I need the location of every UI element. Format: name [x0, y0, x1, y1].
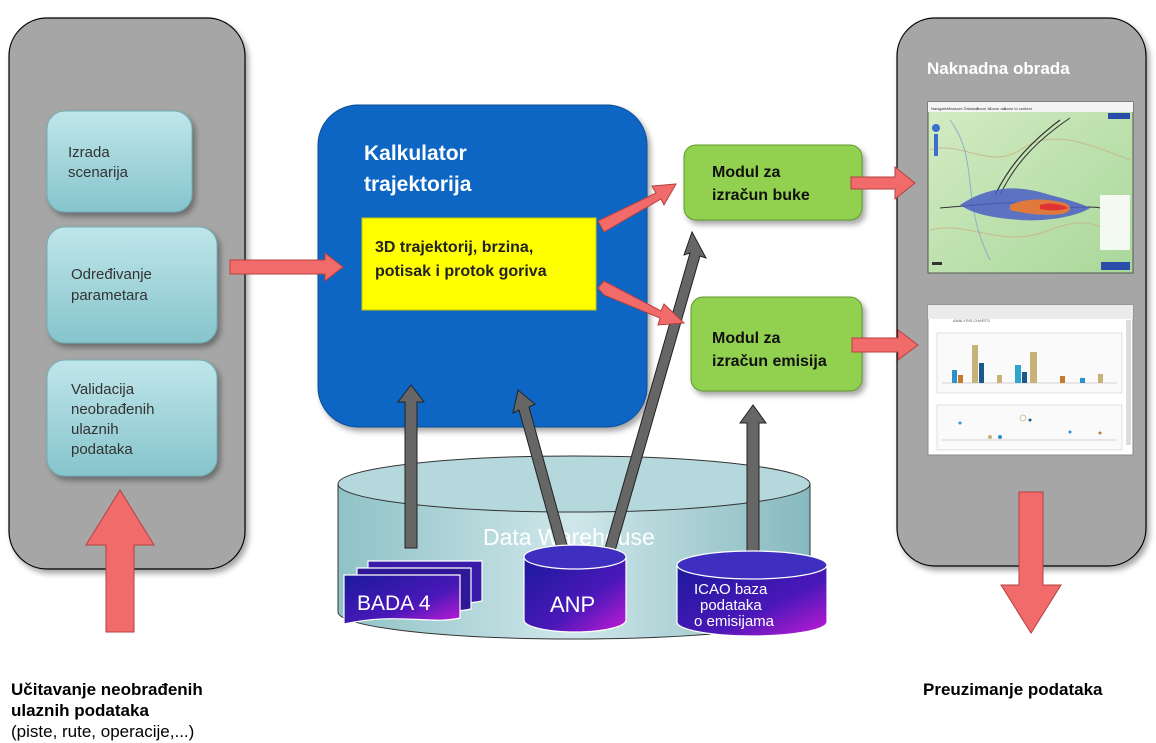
left-panel: Izrada scenarija Određivanje parametara … — [8, 17, 246, 570]
box-label-line: neobrađenih — [71, 401, 154, 418]
box-label-line: ulaznih — [71, 421, 119, 438]
trajectory-output-line: 3D trajektorij, brzina, — [375, 239, 533, 256]
input-caption-bold: Učitavanje neobrađenih — [11, 680, 203, 699]
emission-charts-thumbnail: ANALYSIS CHARTS — [927, 304, 1134, 456]
trajectory-calculator: Kalkulator trajektorija 3D trajektorij, … — [317, 104, 648, 428]
left-to-calculator-arrow — [229, 251, 344, 283]
noise-module-label: izračun buke — [712, 187, 810, 204]
process-flow-arrows — [229, 165, 919, 361]
chart-header: ANALYSIS CHARTS — [953, 318, 990, 323]
trajectory-output-line: potisak i protok goriva — [375, 263, 547, 280]
bada4-documents: BADA 4 — [343, 560, 483, 625]
noise-module: Modul za izračun buke — [683, 144, 863, 221]
icao-emission-database: ICAO baza podataka o emisijama — [676, 550, 828, 637]
emission-module-label: izračun emisija — [712, 353, 827, 370]
box-izrada-scenarija: Izrada scenarija — [46, 110, 193, 213]
box-label-line: Izrada — [68, 144, 110, 161]
emission-to-charts-arrow — [851, 329, 919, 361]
calculator-title: Kalkulator — [364, 142, 467, 165]
input-caption-bold: ulaznih podataka — [11, 701, 149, 720]
output-down-arrow — [1000, 491, 1062, 634]
box-validacija-podataka: Validacija neobrađenih ulaznih podataka — [46, 359, 218, 477]
input-up-arrow — [85, 489, 155, 633]
box-odredivanje-parametara: Određivanje parametara — [46, 226, 218, 344]
map-toolbar-item: Measure Distance — [947, 106, 980, 111]
output-caption-bold: Preuzimanje podataka — [923, 680, 1103, 699]
input-caption: Učitavanje neobrađenih ulaznih podataka … — [11, 679, 203, 742]
anp-label: ANP — [550, 592, 595, 617]
icao-label: o emisijama — [694, 613, 775, 630]
right-panel-title: Naknadna obrada — [927, 59, 1070, 78]
noise-module-label: Modul za — [712, 164, 781, 181]
output-caption: Preuzimanje podataka — [923, 679, 1103, 700]
map-toolbar-item: Navigate — [931, 106, 948, 111]
data-flow-arrows — [396, 230, 767, 559]
trajectory-output-box — [361, 217, 597, 311]
calculator-to-noise-arrow — [597, 183, 677, 233]
bada4-label: BADA 4 — [357, 592, 431, 615]
map-toolbar-item: Zoom to context — [1003, 106, 1033, 111]
emission-module: Modul za izračun emisija — [690, 296, 863, 392]
emission-module-label: Modul za — [712, 330, 781, 347]
noise-to-map-arrow — [850, 165, 916, 201]
box-label-line: Određivanje — [71, 266, 152, 283]
box-label-line: Validacija — [71, 381, 135, 398]
map-toolbar-item: Zoom out — [989, 106, 1007, 111]
bada-up-arrow — [396, 384, 426, 549]
box-label-line: podataka — [71, 441, 133, 458]
map-toolbar-item: Zoom In — [976, 106, 991, 111]
box-label-line: parametara — [71, 287, 148, 304]
noise-map-thumbnail: Navigate Measure Distance Zoom In Zoom o… — [927, 101, 1134, 274]
right-panel: Naknadna obrada Navigate Measure Distanc… — [896, 17, 1147, 567]
input-caption-detail: (piste, rute, operacije,...) — [11, 722, 195, 741]
calculator-to-emission-arrow — [597, 280, 686, 326]
anp-database: ANP — [523, 544, 627, 633]
icao-label: podataka — [700, 597, 762, 614]
icao-label: ICAO baza — [694, 581, 768, 598]
calculator-title: trajektorija — [364, 173, 472, 196]
box-label-line: scenarija — [68, 164, 129, 181]
